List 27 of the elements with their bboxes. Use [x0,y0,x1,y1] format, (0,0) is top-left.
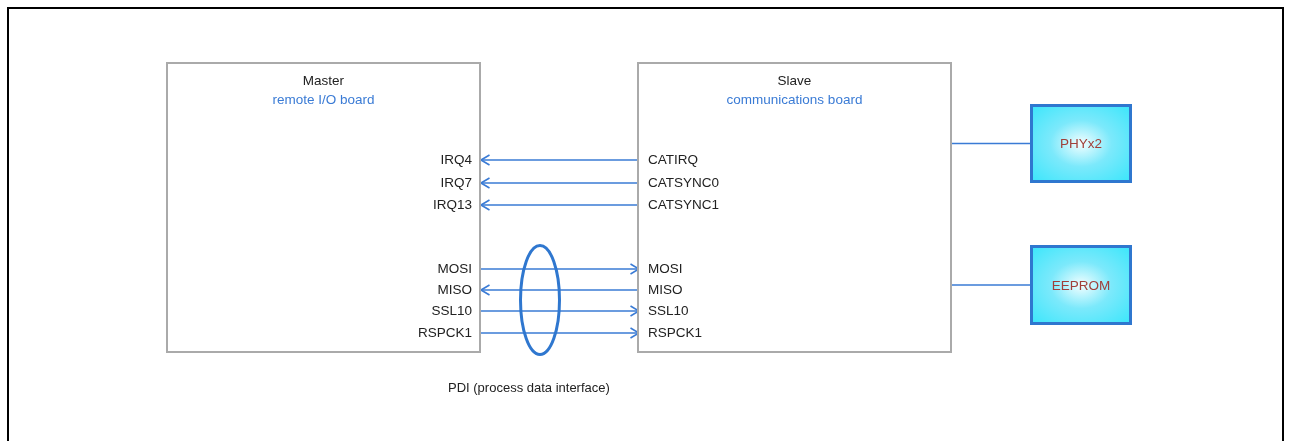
signal-label: IRQ13 [353,195,481,215]
signal-label: CATSYNC1 [639,195,767,215]
signal-label: RSPCK1 [353,323,481,343]
component-label: EEPROM [1051,277,1111,293]
signal-label: SSL10 [639,301,767,321]
signal-label: MISO [639,280,767,300]
signal-label: MOSI [639,259,767,279]
bus-label: PDI (process data interface) [448,380,610,395]
board-subtitle: remote I/O board [271,92,376,107]
connector-line [951,284,1031,286]
board-subtitle: communications board [725,92,864,107]
board-box [166,62,481,353]
signal-label: MISO [353,280,481,300]
component-box [1030,245,1132,325]
component-box [1030,104,1132,183]
signal-label: CATSYNC0 [639,173,767,193]
signal-label: IRQ7 [353,173,481,193]
signal-label: SSL10 [353,301,481,321]
component-label: PHYx2 [1060,136,1102,151]
signal-label: IRQ4 [353,150,481,170]
board-title: Master [301,73,346,88]
signal-label: CATIRQ [639,150,767,170]
signal-label: MOSI [353,259,481,279]
signal-label: RSPCK1 [639,323,767,343]
connector-line [951,142,1031,145]
board-title: Slave [776,73,813,88]
board-box [637,62,952,353]
